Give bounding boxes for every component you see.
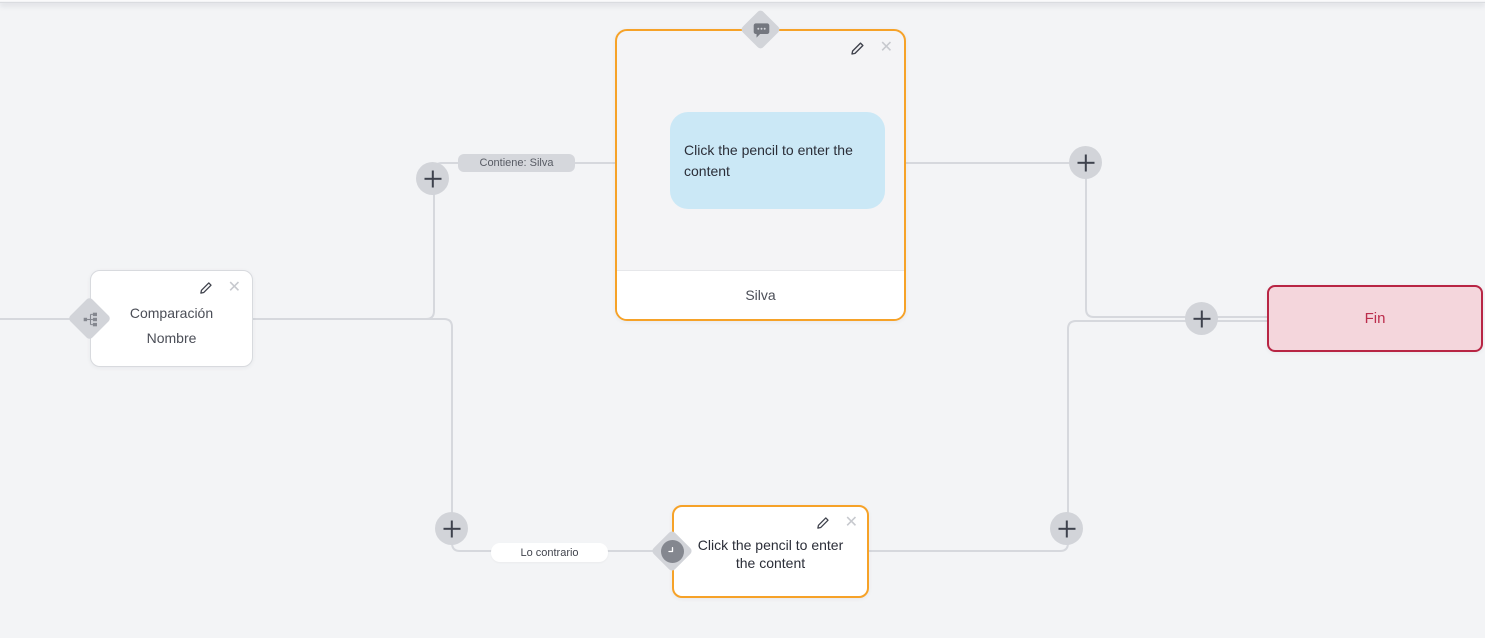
- close-icon[interactable]: ✕: [879, 39, 893, 56]
- edit-pencil-icon[interactable]: [199, 281, 213, 295]
- comparison-node[interactable]: ✕ Comparación Nombre: [90, 270, 253, 367]
- close-icon[interactable]: ✕: [844, 514, 858, 531]
- toolbar-bottom-edge: [0, 0, 1485, 3]
- edge-comparison-to-delay: [253, 318, 672, 552]
- delay-node-actions: ✕: [816, 515, 858, 531]
- end-node[interactable]: Fin: [1267, 285, 1483, 352]
- add-step-button-top-right[interactable]: [1069, 146, 1102, 179]
- add-step-button-before-end[interactable]: [1185, 302, 1218, 335]
- comparison-title-line2: Nombre: [146, 330, 197, 346]
- edge-label-contains[interactable]: Contiene: Silva: [458, 154, 575, 172]
- sitemap-icon: [82, 311, 98, 327]
- edit-pencil-icon[interactable]: [850, 41, 865, 56]
- message-node-body: ✕ Click the pencil to enter the content: [617, 31, 904, 270]
- message-node-actions: ✕: [850, 40, 893, 56]
- comparison-node-actions: ✕: [199, 280, 241, 296]
- delay-node[interactable]: ✕ Click the pencil to enter the content: [672, 505, 869, 598]
- edge-label-otherwise[interactable]: Lo contrario: [491, 543, 608, 562]
- delay-node-text: Click the pencil to enter the content: [697, 537, 844, 571]
- close-icon[interactable]: ✕: [227, 279, 241, 296]
- message-node[interactable]: ✕ Click the pencil to enter the content …: [615, 29, 906, 321]
- message-bubble-text: Click the pencil to enter the content: [684, 142, 853, 179]
- chat-message-icon: [752, 21, 770, 39]
- message-bubble: Click the pencil to enter the content: [670, 112, 885, 209]
- comparison-node-title: Comparación Nombre: [91, 301, 252, 351]
- edge-delay-to-end: [869, 320, 1267, 552]
- add-step-button-bottom-right[interactable]: [1050, 512, 1083, 545]
- edit-pencil-icon[interactable]: [816, 516, 830, 530]
- message-node-footer: Silva: [617, 270, 904, 319]
- delay-clock-icon: [660, 539, 684, 563]
- add-step-button-top-left[interactable]: [416, 162, 449, 195]
- comparison-title-line1: Comparación: [129, 305, 214, 321]
- edge-message-to-end: [906, 162, 1267, 318]
- message-footer-label: Silva: [745, 287, 776, 303]
- add-step-button-bottom-left[interactable]: [435, 512, 468, 545]
- end-node-label: Fin: [1364, 310, 1386, 327]
